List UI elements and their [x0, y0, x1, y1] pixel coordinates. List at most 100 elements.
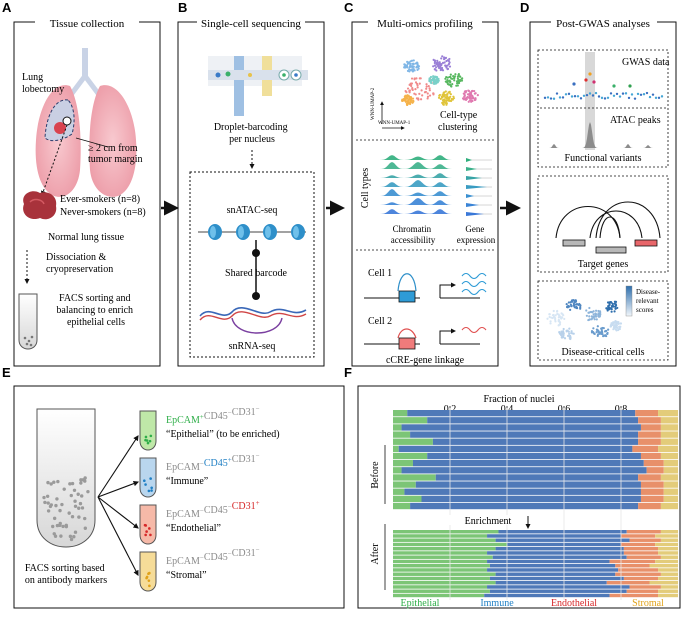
bar-segment-endothelial — [623, 576, 659, 581]
dissociation-label: Dissociation & cryopreservation — [46, 252, 113, 275]
umap-point — [438, 94, 441, 97]
umap-point — [423, 91, 427, 94]
cell1-tss-arrow — [439, 282, 456, 298]
disease-umap-point — [579, 304, 582, 307]
disease-umap-point — [602, 335, 605, 338]
nucleus-dot — [68, 482, 72, 486]
bar-segment-endothelial — [618, 568, 659, 572]
bar-segment-immune — [432, 438, 639, 445]
umap-scatter — [401, 55, 479, 107]
umap-point — [449, 81, 452, 84]
expression-violin — [466, 212, 484, 216]
disease-umap-point — [615, 324, 618, 327]
cell2-tss-arrow — [439, 328, 456, 344]
accessibility-track — [378, 189, 452, 196]
bar-segment-epithelial — [393, 488, 405, 495]
bar-segment-epithelial — [393, 572, 496, 576]
disease-umap-point — [613, 310, 616, 313]
bar-segment-epithelial — [393, 585, 488, 589]
umap-point — [425, 85, 428, 88]
umap-point — [432, 82, 436, 85]
gwas-point — [552, 97, 556, 100]
rna-icon — [199, 306, 307, 334]
disease-umap-point — [594, 309, 598, 312]
nucleus-dot — [59, 534, 63, 538]
umap-point — [430, 79, 433, 82]
disease-umap-point — [552, 315, 556, 318]
umap-point — [404, 95, 407, 98]
barcode-dot-top — [252, 249, 260, 257]
bar-segment-stromal — [663, 481, 678, 488]
sorted-nucleus-dot — [149, 533, 152, 537]
bar-segment-immune — [498, 530, 627, 534]
umap-point — [469, 93, 473, 96]
umap-point — [470, 97, 473, 100]
disease-umap-point — [606, 332, 609, 335]
marker-combination: EpCAM−CD45−CD31+ — [166, 499, 260, 520]
sorted-nucleus-dot — [144, 438, 147, 442]
umap-point — [446, 81, 449, 84]
droplet-label: Droplet-barcoding per nucleus — [214, 122, 290, 145]
disease-umap-point — [561, 316, 564, 319]
disease-umap-point — [560, 333, 563, 336]
nucleus-dot — [68, 534, 73, 539]
gwas-hit — [592, 80, 596, 84]
disease-umap-point — [572, 304, 575, 307]
disease-umap-point — [560, 335, 563, 339]
bar-segment-endothelial — [623, 551, 659, 555]
nucleus-dot — [67, 511, 71, 515]
disease-umap-point — [569, 308, 572, 311]
bar-segment-stromal — [658, 410, 678, 417]
umap-point — [409, 97, 413, 100]
sorted-nucleus-dot — [148, 584, 151, 588]
accessibility-track — [378, 180, 452, 187]
sorted-nucleus-dot — [145, 576, 148, 580]
umap-point — [466, 95, 469, 99]
umap-point — [413, 69, 416, 72]
bar-segment-stromal — [658, 547, 678, 551]
sample-arrow — [40, 124, 68, 196]
gwas-point — [543, 96, 547, 100]
umap-point — [428, 89, 431, 92]
nucleus-dot — [52, 532, 56, 536]
nucleus-dot — [54, 503, 58, 508]
umap-point — [428, 87, 431, 90]
nucleus-dot — [46, 509, 51, 513]
bar-segment-stromal — [660, 474, 678, 481]
disease-umap-point — [568, 332, 571, 335]
gwas-point — [627, 96, 631, 100]
gwas-point — [582, 94, 586, 97]
disease-umap-point — [552, 313, 555, 317]
tissue-sample-icon — [23, 191, 57, 220]
nucleus-dot — [58, 508, 62, 513]
umap-point — [421, 94, 424, 97]
sorted-tubes — [139, 410, 157, 592]
umap-point — [447, 98, 451, 101]
umap-point — [459, 75, 462, 78]
umap-point — [412, 62, 415, 65]
umap-point — [470, 100, 473, 103]
bar-segment-epithelial — [393, 410, 408, 417]
umap-point — [474, 97, 477, 101]
sorted-nucleus-dot — [145, 530, 148, 533]
disease-umap-point — [591, 311, 594, 314]
bar-segment-immune — [410, 502, 639, 510]
umap-x-label: WNN-UMAP-1 — [378, 121, 411, 126]
disease-umap-point — [613, 302, 616, 305]
disease-umap-point — [597, 315, 601, 318]
umap-point — [437, 66, 441, 70]
bar-segment-endothelial — [640, 424, 661, 431]
gwas-point — [645, 91, 649, 95]
umap-point — [446, 64, 449, 67]
disease-umap-point — [619, 325, 622, 328]
umap-point — [406, 62, 410, 65]
disease-umap-point — [572, 332, 575, 335]
gwas-point — [561, 96, 565, 99]
cell1-label: Cell 1 — [368, 268, 392, 279]
umap-point — [474, 92, 477, 95]
disease-umap-point — [570, 331, 573, 335]
umap-point — [445, 96, 448, 100]
umap-point — [446, 76, 449, 79]
bar-segment-epithelial — [393, 551, 488, 555]
umap-point — [448, 57, 451, 61]
